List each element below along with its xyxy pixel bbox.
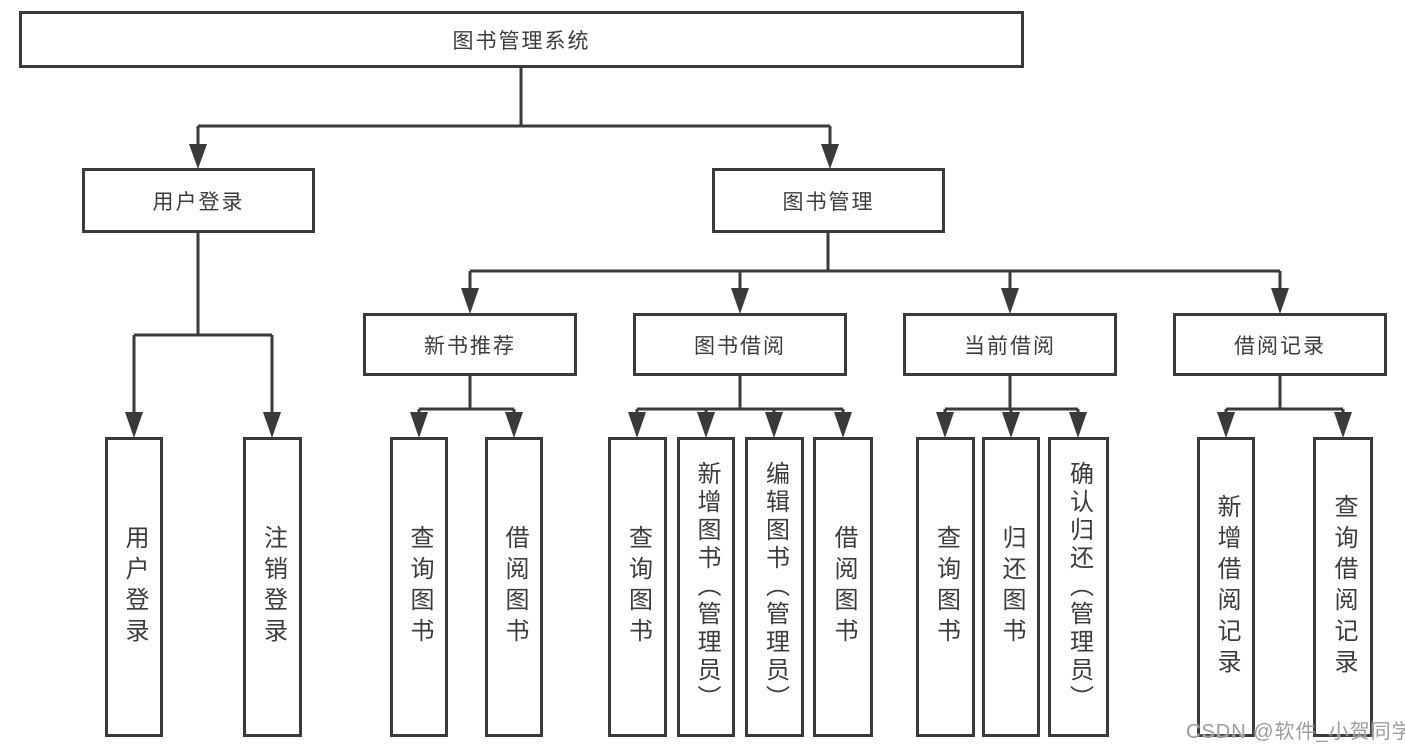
node-label: 图书管理 xyxy=(782,190,875,214)
node-current-borrowing: 当前借阅 xyxy=(903,313,1117,376)
node-label: 用户登录 xyxy=(152,190,245,214)
leaf-logout: 注销登录 xyxy=(243,437,302,737)
leaf-query-books-recommend: 查询图书 xyxy=(390,437,448,737)
node-label: 查询图书 xyxy=(932,525,960,649)
connector-newbook-to-leaves xyxy=(410,376,523,438)
connector-records-to-leaves xyxy=(1217,376,1352,438)
node-book-management: 图书管理 xyxy=(712,168,945,233)
node-book-borrowing: 图书借阅 xyxy=(633,313,847,376)
node-root-system: 图书管理系统 xyxy=(19,11,1024,68)
csdn-watermark: CSDN @软件_小贺同学 xyxy=(1186,721,1405,743)
leaf-edit-book-admin: 编辑图书（管理员） xyxy=(745,437,804,737)
node-label: 借阅记录 xyxy=(1234,334,1326,358)
leaf-return-book: 归还图书 xyxy=(982,437,1040,737)
leaf-confirm-return-admin: 确认归还（管理员） xyxy=(1048,437,1109,737)
node-label: 图书借阅 xyxy=(694,334,786,358)
node-label: 用户登录 xyxy=(121,525,148,649)
node-label: 查询借阅记录 xyxy=(1330,494,1357,680)
node-label: 确认归还（管理员） xyxy=(1065,461,1093,713)
node-label: 借阅图书 xyxy=(830,525,857,649)
node-label: 查询图书 xyxy=(406,525,433,649)
node-label: 注销登录 xyxy=(259,525,287,649)
node-label: 查询图书 xyxy=(624,525,652,649)
connector-userlogin-to-leaves xyxy=(125,233,281,438)
leaf-add-book-admin: 新增图书（管理员） xyxy=(677,437,735,737)
node-label: 图书管理系统 xyxy=(452,29,591,53)
connector-bookmgmt-to-level3 xyxy=(461,233,1289,314)
node-label: 新增借阅记录 xyxy=(1213,494,1240,680)
leaf-user-login: 用户登录 xyxy=(105,437,163,737)
leaf-query-borrow-record: 查询借阅记录 xyxy=(1313,437,1373,737)
node-label: 借阅图书 xyxy=(501,525,528,649)
leaf-query-books-borrowing: 查询图书 xyxy=(608,437,667,737)
node-new-book-recommendation: 新书推荐 xyxy=(363,313,577,376)
node-label: 新书推荐 xyxy=(424,334,516,358)
connector-borrowing-to-leaves xyxy=(628,376,852,438)
node-label: 当前借阅 xyxy=(964,334,1056,358)
leaf-add-borrow-record: 新增借阅记录 xyxy=(1197,437,1255,737)
node-label: 新增图书（管理员） xyxy=(693,461,720,713)
node-label: 归还图书 xyxy=(998,525,1025,649)
connector-root-to-level2 xyxy=(189,67,839,169)
node-label: 编辑图书（管理员） xyxy=(761,461,789,713)
leaf-borrow-books-borrowing: 借阅图书 xyxy=(813,437,873,737)
leaf-borrow-books-recommend: 借阅图书 xyxy=(485,437,543,737)
node-borrowing-records: 借阅记录 xyxy=(1173,313,1387,376)
node-user-login: 用户登录 xyxy=(82,168,315,233)
connector-current-to-leaves xyxy=(936,376,1087,438)
leaf-query-books-current: 查询图书 xyxy=(916,437,975,737)
